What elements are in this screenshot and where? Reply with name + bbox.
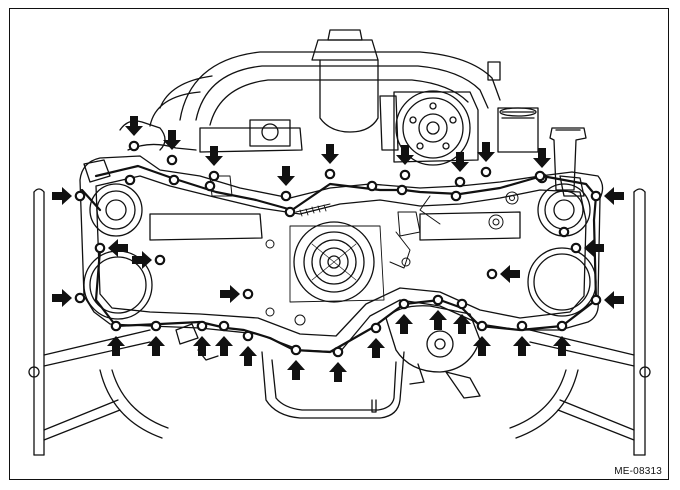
filled-arrow-icon xyxy=(453,314,471,334)
filled-arrow-icon xyxy=(220,285,240,303)
bolt-location-icon xyxy=(450,190,462,202)
bolt-location-icon xyxy=(454,176,466,188)
bolt-location-icon xyxy=(556,320,568,332)
bolt-location-icon xyxy=(476,320,488,332)
filled-arrow-icon xyxy=(477,142,495,162)
filled-arrow-icon xyxy=(321,144,339,164)
bolt-location-icon xyxy=(396,184,408,196)
filled-arrow-icon xyxy=(367,338,385,358)
filled-arrow-icon xyxy=(107,336,125,356)
filled-arrow-icon xyxy=(163,130,181,150)
bolt-location-icon xyxy=(280,190,292,202)
filled-arrow-icon xyxy=(108,239,128,257)
bolt-location-icon xyxy=(124,174,136,186)
filled-arrow-icon xyxy=(513,336,531,356)
engine-stand xyxy=(28,188,651,456)
filled-arrow-icon xyxy=(395,314,413,334)
bolt-location-icon xyxy=(94,242,106,254)
filled-arrow-icon xyxy=(500,265,520,283)
filled-arrow-icon xyxy=(277,166,295,186)
cover-details xyxy=(209,175,519,326)
bolt-location-icon xyxy=(128,140,140,152)
filled-arrow-icon xyxy=(239,346,257,366)
callout-arrows xyxy=(52,116,624,382)
bolt-location-icon xyxy=(284,206,296,218)
filled-arrow-icon xyxy=(473,336,491,356)
bolt-location-icon xyxy=(398,298,410,310)
water-pump-assembly xyxy=(379,90,587,191)
bolt-location-icon xyxy=(74,292,86,304)
intake-manifold xyxy=(119,29,501,153)
filled-arrow-icon xyxy=(52,289,72,307)
filled-arrow-icon xyxy=(52,187,72,205)
filled-arrow-icon xyxy=(147,336,165,356)
crankshaft-pulley xyxy=(289,203,385,303)
bolt-location-icon xyxy=(150,320,162,332)
figure-reference-code: ME-08313 xyxy=(614,466,662,477)
filled-arrow-icon xyxy=(125,116,143,136)
bolt-location-icon xyxy=(332,346,344,358)
filled-arrow-icon xyxy=(429,310,447,330)
bolt-markers xyxy=(74,140,602,358)
bolt-location-icon xyxy=(590,190,602,202)
bolt-location-icon xyxy=(370,322,382,334)
bolt-location-icon xyxy=(558,226,570,238)
bolt-location-icon xyxy=(290,344,302,356)
filled-arrow-icon xyxy=(451,152,469,172)
bolt-location-icon xyxy=(196,320,208,332)
bolt-location-icon xyxy=(110,320,122,332)
filled-arrow-icon xyxy=(396,145,414,165)
bolt-location-icon xyxy=(399,169,411,181)
bolt-location-icon xyxy=(208,170,220,182)
bolt-location-icon xyxy=(590,294,602,306)
bolt-location-icon xyxy=(154,254,166,266)
bolt-location-icon xyxy=(168,174,180,186)
filled-arrow-icon xyxy=(205,146,223,166)
bolt-location-icon xyxy=(366,180,378,192)
gasket-bolt-line xyxy=(80,164,598,354)
bolt-location-icon xyxy=(204,180,216,192)
filled-arrow-icon xyxy=(533,148,551,168)
bolt-location-icon xyxy=(516,320,528,332)
bolt-location-icon xyxy=(534,170,546,182)
filled-arrow-icon xyxy=(553,336,571,356)
filled-arrow-icon xyxy=(215,336,233,356)
filled-arrow-icon xyxy=(132,251,152,269)
filled-arrow-icon xyxy=(193,336,211,356)
filled-arrow-icon xyxy=(329,362,347,382)
filled-arrow-icon xyxy=(604,291,624,309)
bolt-location-icon xyxy=(242,330,254,342)
bolt-location-icon xyxy=(570,242,582,254)
filled-arrow-icon xyxy=(584,239,604,257)
bolt-location-icon xyxy=(166,154,178,166)
filled-arrow-icon xyxy=(287,360,305,380)
bolt-location-icon xyxy=(456,298,468,310)
bolt-location-icon xyxy=(218,320,230,332)
bolt-location-icon xyxy=(242,288,254,300)
bolt-location-icon xyxy=(74,190,86,202)
bolt-location-icon xyxy=(480,166,492,178)
bolt-location-icon xyxy=(486,268,498,280)
figure-frame xyxy=(9,8,669,480)
bolt-location-icon xyxy=(432,294,444,306)
filled-arrow-icon xyxy=(604,187,624,205)
bolt-location-icon xyxy=(324,168,336,180)
